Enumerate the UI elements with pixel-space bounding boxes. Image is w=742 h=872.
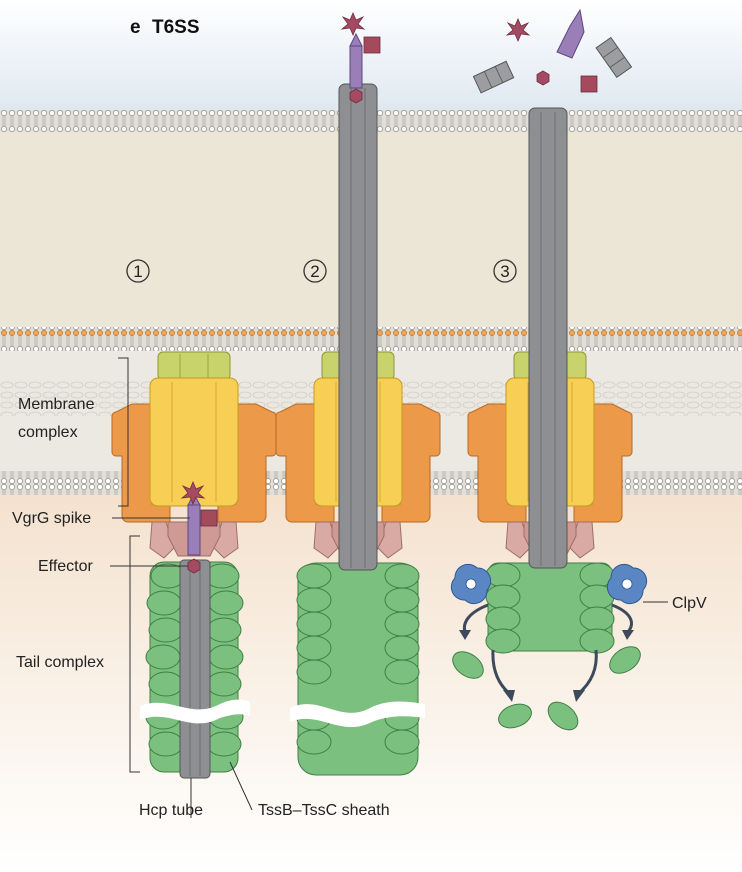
released-subunit: [609, 646, 641, 674]
released-subunit: [547, 701, 579, 731]
clpv-label: ClpV: [672, 595, 707, 612]
membrane-complex-label-1: Membrane: [18, 396, 95, 413]
figure-title: T6SS: [152, 17, 200, 38]
effector-label: Effector: [38, 558, 94, 575]
panel-letter: e: [130, 17, 141, 38]
step-2-marker: 2: [303, 259, 327, 283]
membrane-complex-label-2: complex: [18, 424, 78, 441]
stage-2-hcp-tube: [338, 83, 378, 571]
square-effector-icon: [363, 36, 381, 54]
sheath-label: TssB–TssC sheath: [258, 802, 390, 819]
released-subunit: [498, 703, 532, 729]
released-spike: [556, 8, 585, 59]
stage-2-sheath: [296, 562, 420, 776]
hexagon-effector-icon: [536, 70, 550, 86]
stage-1-apparatus: [111, 351, 277, 779]
tail-complex-bracket: [129, 535, 140, 773]
membrane-complex-bracket: [118, 357, 129, 507]
released-hcp-fragment: [472, 60, 515, 94]
svg-text:3: 3: [500, 262, 509, 281]
stage-2-apparatus: [275, 12, 441, 776]
vgrg-spike-label: VgrG spike: [12, 510, 91, 527]
stage-3-apparatus: [450, 8, 648, 731]
sheath-leader: [229, 761, 253, 811]
step-1-marker: 1: [126, 259, 150, 283]
clpv-left: [450, 563, 492, 605]
stage-3-contracted-sheath: [485, 562, 615, 654]
stage-1-hcp-tube: [179, 559, 211, 779]
step-3-marker: 3: [493, 259, 517, 283]
stage-3-hcp-tube: [528, 107, 568, 569]
square-effector-icon: [580, 75, 598, 93]
released-hcp-fragment: [595, 36, 633, 79]
tail-complex-label: Tail complex: [16, 654, 104, 671]
released-subunit: [452, 651, 484, 679]
stage-1-vgrg-spike: [187, 492, 201, 556]
stage-2-vgrg-spike: [349, 32, 363, 89]
stage-2-break: [290, 701, 425, 728]
hcp-tube-label: Hcp tube: [139, 802, 203, 819]
hexagon-effector-icon: [187, 558, 201, 574]
square-effector-icon: [200, 509, 218, 527]
clpv-right: [606, 563, 648, 605]
svg-text:2: 2: [310, 262, 319, 281]
svg-text:1: 1: [133, 262, 142, 281]
stage-1-break: [140, 699, 250, 724]
hexagon-effector-icon: [349, 88, 363, 104]
